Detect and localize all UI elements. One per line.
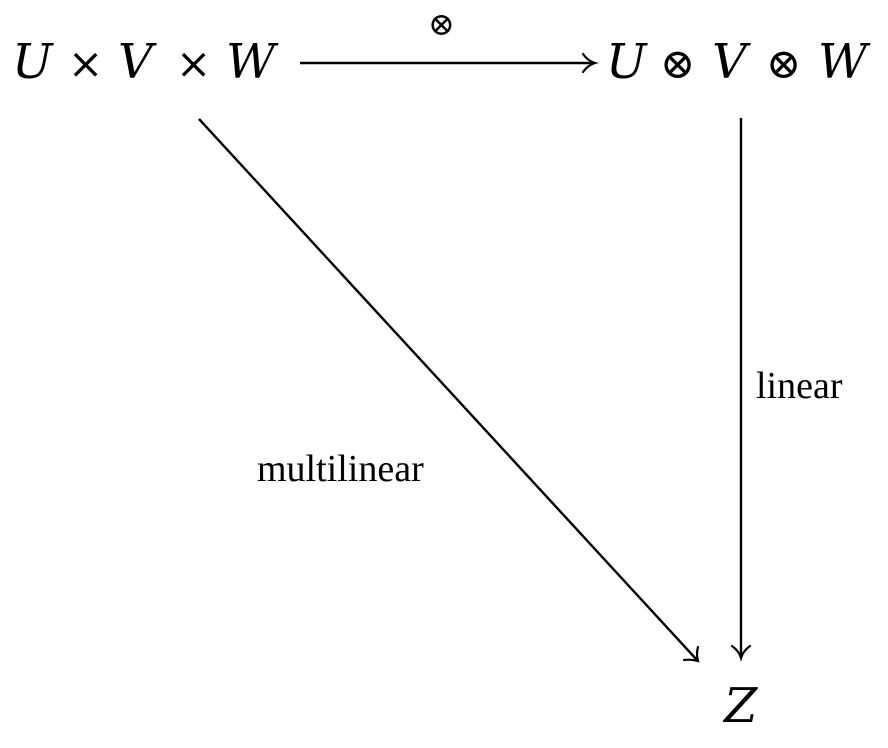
edge-right-label-linear: linear [756, 365, 843, 407]
node-tensor-product: U ⊗ V ⊗ W [606, 34, 871, 90]
edge-right-arrow [730, 118, 752, 662]
edge-diagonal-label-multilinear: multilinear [257, 448, 424, 490]
edge-top-arrow [300, 52, 599, 74]
node-product-space: U × V × W [12, 34, 279, 90]
node-target-z: Z [722, 678, 759, 734]
tensor-symbol-w: W [818, 34, 871, 90]
product-symbol-w: W [226, 34, 279, 90]
edge-diagonal-arrowhead [682, 645, 700, 663]
tensor-symbol-u: U [606, 34, 648, 90]
tensor-symbol-v: V [712, 34, 751, 90]
edge-top-label-otimes: ⊗ [428, 5, 455, 43]
edge-right-arrowhead [730, 644, 752, 662]
edge-top-arrowhead [581, 52, 599, 74]
product-symbol-u: U [12, 34, 54, 90]
product-symbol-v: V [118, 34, 157, 90]
product-times-operator-1: × [68, 39, 103, 88]
product-times-operator-2: × [176, 39, 211, 88]
tensor-otimes-operator-2: ⊗ [766, 39, 801, 88]
edge-diagonal-line [198, 118, 698, 661]
edge-diagonal-arrow [198, 118, 700, 663]
tensor-otimes-operator-1: ⊗ [660, 39, 695, 88]
